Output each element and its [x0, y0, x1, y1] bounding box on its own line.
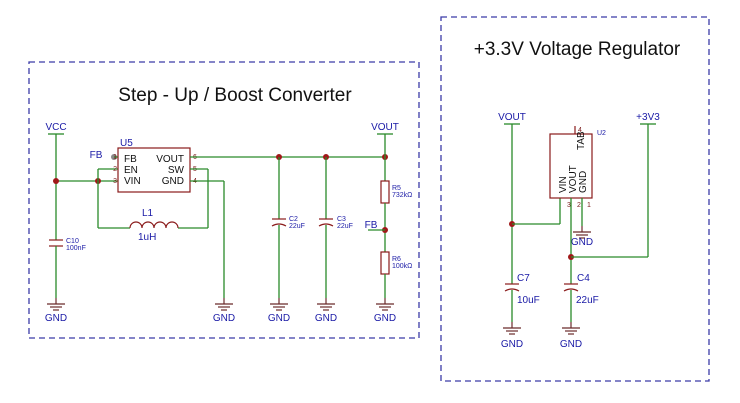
u2-ref: U2: [597, 130, 606, 137]
regulator-frame: [440, 16, 710, 382]
gnd-label-5: GND: [374, 313, 396, 324]
fb-net-label-right: FB: [365, 220, 378, 231]
ground-symbol: [375, 297, 395, 311]
resistor-r6: [380, 251, 390, 275]
boost-converter-frame: [28, 61, 420, 339]
u5-pin-num-3: 3: [113, 178, 117, 185]
c3-ref: C3: [337, 216, 346, 223]
fb-net-label-left: FB: [90, 150, 103, 161]
capacitor-c10: [49, 239, 63, 247]
junction-vcc: [53, 178, 59, 184]
u5-pin-vout: VOUT: [156, 154, 184, 165]
c10-value: 100nF: [66, 245, 86, 252]
vout-net-label: VOUT: [371, 122, 399, 133]
ground-symbol: [316, 297, 336, 311]
gnd-label-4: GND: [315, 313, 337, 324]
u5-pin-fb: FB: [124, 154, 137, 165]
inductor-l1: [129, 221, 179, 229]
ground-symbol: [561, 321, 581, 335]
c3-value: 22uF: [337, 223, 353, 230]
reg-gnd-label-2: GND: [571, 237, 593, 248]
r6-ref: R6: [392, 256, 401, 263]
u2-pin-tab: TAB: [576, 131, 587, 150]
l1-value: 1uH: [138, 232, 156, 243]
u5-pin-vin: VIN: [124, 176, 141, 187]
u2-pin-gnd: GND: [578, 171, 589, 193]
u5-pin-en: EN: [124, 165, 138, 176]
ground-symbol: [502, 321, 522, 335]
ground-symbol: [214, 297, 234, 311]
c7-value: 10uF: [517, 295, 540, 306]
reg-vout-net-label: VOUT: [498, 112, 526, 123]
u2-pin-num-1: 1: [587, 202, 591, 209]
reg-gnd-label-1: GND: [501, 339, 523, 350]
r5-ref: R5: [392, 185, 401, 192]
gnd-label-3: GND: [268, 313, 290, 324]
boost-title: Step - Up / Boost Converter: [118, 85, 352, 106]
regulator-title: +3.3V Voltage Regulator: [474, 39, 681, 60]
ic-u5: [117, 147, 191, 193]
u2-pin-vin: VIN: [558, 176, 569, 193]
r5-value: 732kΩ: [392, 192, 412, 199]
l1-ref: L1: [142, 208, 154, 219]
gnd-label-1: GND: [45, 313, 67, 324]
u2-pin-num-4: 4: [578, 127, 582, 134]
c4-value: 22uF: [576, 295, 599, 306]
c10-ref: C10: [66, 238, 79, 245]
r6-value: 100kΩ: [392, 263, 412, 270]
u5-pin-gnd: GND: [162, 176, 184, 187]
u5-pin-num-2: 2: [113, 166, 117, 173]
ground-symbol: [46, 297, 66, 311]
ground-symbol: [269, 297, 289, 311]
gnd-label-2: GND: [213, 313, 235, 324]
plus-3v3-net-label: +3V3: [636, 112, 660, 123]
u2-pin-num-3: 3: [567, 202, 571, 209]
u2-pin-num-2: 2: [577, 202, 581, 209]
c2-ref: C2: [289, 216, 298, 223]
vcc-net-label: VCC: [45, 122, 66, 133]
u5-pin-sw: SW: [168, 165, 185, 176]
c2-value: 22uF: [289, 223, 305, 230]
resistor-r5: [380, 180, 390, 204]
c4-ref: C4: [577, 273, 590, 284]
u5-pin-num-1: 1: [113, 154, 117, 161]
u2-pin-vout: VOUT: [568, 165, 579, 193]
reg-gnd-label-3: GND: [560, 339, 582, 350]
c7-ref: C7: [517, 273, 530, 284]
u5-ref: U5: [120, 138, 133, 149]
